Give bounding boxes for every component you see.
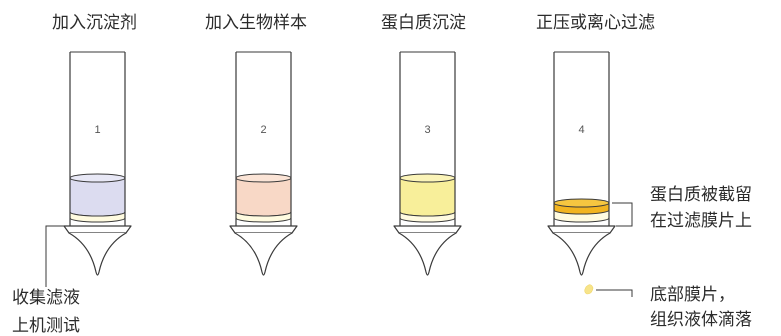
step-3-title: 蛋白质沉淀 xyxy=(381,13,466,33)
retention-note-line2: 在过滤膜片上 xyxy=(650,211,752,231)
tube-3: 3 xyxy=(393,51,462,276)
tube-2-tip xyxy=(234,232,293,276)
tube-1-tip xyxy=(68,232,127,276)
step-1-title: 加入沉淀剂 xyxy=(52,13,137,33)
drip-callout-line xyxy=(596,289,633,297)
filtrate-note-line2: 上机测试 xyxy=(12,316,80,336)
filtrate-note-line1: 收集滤液 xyxy=(12,288,80,308)
tube-2: 2 xyxy=(229,51,298,276)
tube-4-protein-top xyxy=(553,198,610,208)
retention-callout-line xyxy=(612,202,633,227)
drip-note-line1: 底部膜片， xyxy=(650,285,735,305)
step-4-title: 正压或离心过滤 xyxy=(536,13,655,33)
tube-4-number: 4 xyxy=(578,124,584,136)
tube-1: 1 xyxy=(63,51,132,276)
tube-2-sample-layer xyxy=(235,178,292,217)
tube-3-number: 3 xyxy=(424,124,430,136)
droplet-icon xyxy=(584,284,594,295)
tube-1-collar xyxy=(63,225,132,234)
tube-4-tip xyxy=(552,232,611,276)
drip-note-line2: 组织液体滴落 xyxy=(650,310,752,330)
step-2-title: 加入生物样本 xyxy=(205,13,307,33)
tube-3-protein-layer xyxy=(399,178,456,217)
tube-2-collar xyxy=(229,225,298,234)
tube-2-layer-top xyxy=(235,173,292,183)
filtrate-callout-line xyxy=(45,225,64,287)
tube-3-layer-top xyxy=(399,173,456,183)
tube-1-number: 1 xyxy=(94,124,100,136)
tube-3-collar xyxy=(393,225,462,234)
retention-note-line1: 蛋白质被截留 xyxy=(650,185,752,205)
tube-1-precipitant-layer xyxy=(69,178,126,217)
tube-4-collar xyxy=(547,225,616,234)
tube-4: 4 xyxy=(547,51,616,295)
tube-3-tip xyxy=(398,232,457,276)
tube-1-layer-top xyxy=(69,173,126,183)
tube-2-number: 2 xyxy=(260,124,266,136)
